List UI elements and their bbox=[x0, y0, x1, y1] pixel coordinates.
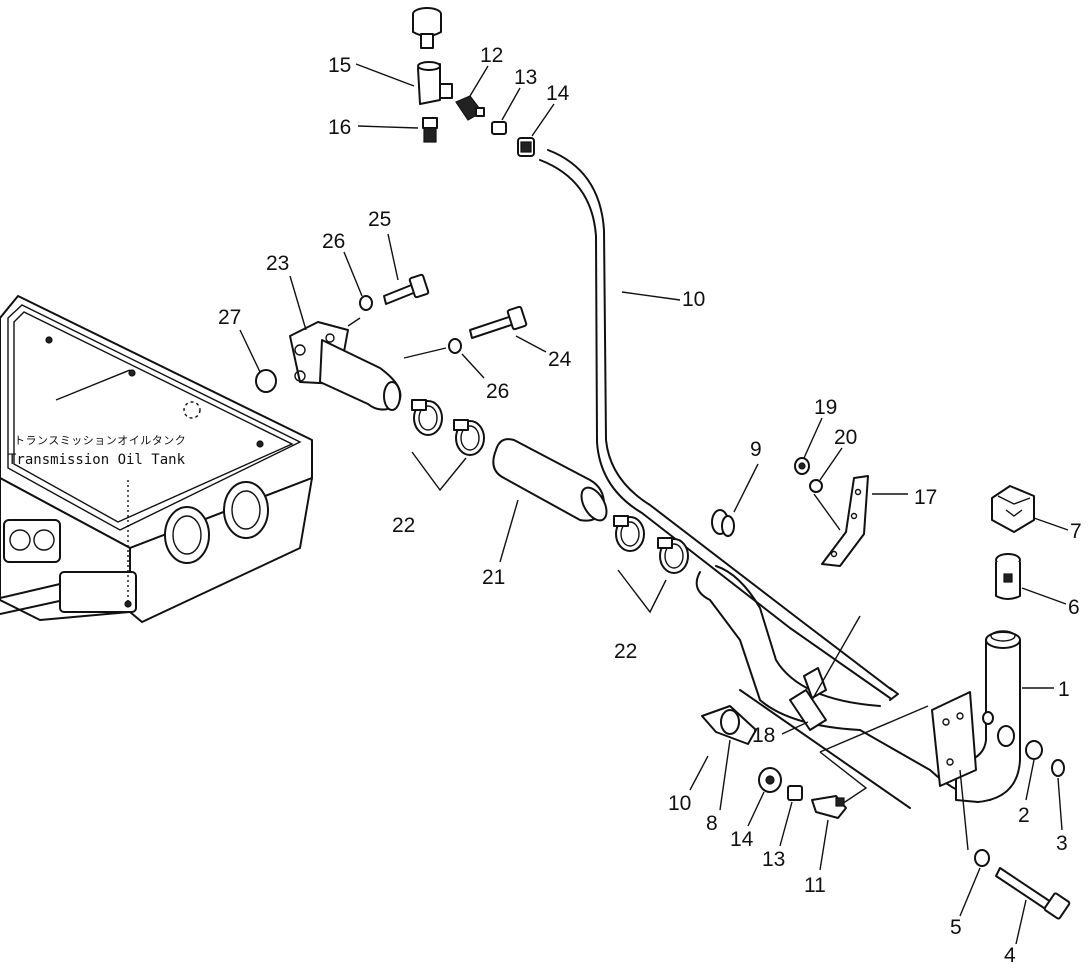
callout-18: 18 bbox=[752, 724, 775, 747]
part-18-nipple bbox=[789, 667, 827, 731]
part-14-nut-upper bbox=[517, 137, 535, 157]
callout-8: 8 bbox=[706, 812, 718, 835]
part-19-nut bbox=[794, 457, 810, 475]
callout-3: 3 bbox=[1056, 832, 1068, 855]
part-16-nipple bbox=[422, 117, 438, 143]
callout-16: 16 bbox=[328, 116, 351, 139]
callout-6: 6 bbox=[1068, 596, 1080, 619]
part-17-bracket bbox=[821, 475, 869, 567]
part-27-o-ring bbox=[255, 369, 277, 393]
callout-21: 21 bbox=[482, 566, 505, 589]
tank-label-english: Transmission Oil Tank bbox=[8, 452, 186, 468]
callout-1: 1 bbox=[1058, 678, 1070, 701]
part-20-washer bbox=[809, 479, 823, 493]
part-15-tee-fitting bbox=[417, 61, 453, 105]
part-4-bolt bbox=[995, 867, 1071, 920]
callout-7: 7 bbox=[1070, 520, 1082, 543]
callout-13-upper: 13 bbox=[514, 66, 537, 89]
part-22-clamp-upper-b bbox=[453, 419, 485, 456]
transmission-oil-tank bbox=[0, 295, 313, 623]
part-23-elbow bbox=[289, 321, 402, 411]
callout-10-pipe: 10 bbox=[682, 288, 705, 311]
part-10-pipe bbox=[539, 149, 899, 701]
part-14-nut-lower bbox=[758, 767, 782, 793]
callout-2: 2 bbox=[1018, 804, 1030, 827]
part-26-washer-lower bbox=[448, 338, 462, 354]
callout-10-lower: 10 bbox=[668, 792, 691, 815]
part-9-grommet bbox=[711, 509, 735, 537]
callout-25: 25 bbox=[368, 208, 391, 231]
part-22-clamp-lower-a bbox=[613, 515, 645, 552]
callout-13-lower: 13 bbox=[762, 848, 785, 871]
breather-cap bbox=[412, 7, 442, 49]
callout-26-upper: 26 bbox=[322, 230, 345, 253]
callout-26-lower: 26 bbox=[486, 380, 509, 403]
part-25-bolt bbox=[383, 273, 430, 305]
part-3-snap-ring bbox=[1051, 759, 1065, 777]
callout-19: 19 bbox=[814, 396, 837, 419]
callout-numbers: 15 16 12 13 14 10 25 26 23 27 24 26 22 2… bbox=[218, 44, 1082, 967]
callout-12: 12 bbox=[480, 44, 503, 67]
part-1-bracket bbox=[931, 691, 977, 787]
callout-14-lower: 14 bbox=[730, 828, 754, 851]
part-11-elbow bbox=[811, 795, 847, 819]
part-2-washer bbox=[1025, 740, 1043, 760]
callout-22-lower: 22 bbox=[614, 640, 637, 663]
callout-9: 9 bbox=[750, 438, 762, 461]
part-13-nipple-lower bbox=[787, 785, 803, 801]
callout-17: 17 bbox=[914, 486, 937, 509]
part-26-washer-upper bbox=[359, 295, 373, 311]
part-22-clamp-lower-b bbox=[657, 537, 689, 574]
part-21-hose bbox=[492, 438, 608, 522]
tank-label-japanese: トランスミッションオイルタンク bbox=[14, 434, 186, 447]
part-12-connector bbox=[455, 95, 485, 121]
part-7-cap bbox=[991, 485, 1035, 533]
callout-20: 20 bbox=[834, 426, 857, 449]
callout-4: 4 bbox=[1004, 944, 1016, 967]
callout-24: 24 bbox=[548, 348, 572, 371]
callout-5: 5 bbox=[950, 916, 962, 939]
part-24-bolt bbox=[469, 305, 528, 339]
part-13-nipple-upper bbox=[491, 121, 507, 135]
part-8-joint bbox=[701, 705, 757, 745]
part-6-strainer bbox=[995, 553, 1021, 600]
lower-pipe bbox=[695, 565, 991, 809]
callout-11: 11 bbox=[804, 874, 826, 897]
callout-22-upper: 22 bbox=[392, 514, 415, 537]
callout-14-upper: 14 bbox=[546, 82, 570, 105]
callout-23: 23 bbox=[266, 252, 289, 275]
callout-27: 27 bbox=[218, 306, 241, 329]
part-22-clamp-upper-a bbox=[411, 399, 443, 436]
callout-15: 15 bbox=[328, 54, 351, 77]
leader-lines bbox=[239, 63, 1069, 945]
part-5-washer bbox=[974, 849, 990, 867]
